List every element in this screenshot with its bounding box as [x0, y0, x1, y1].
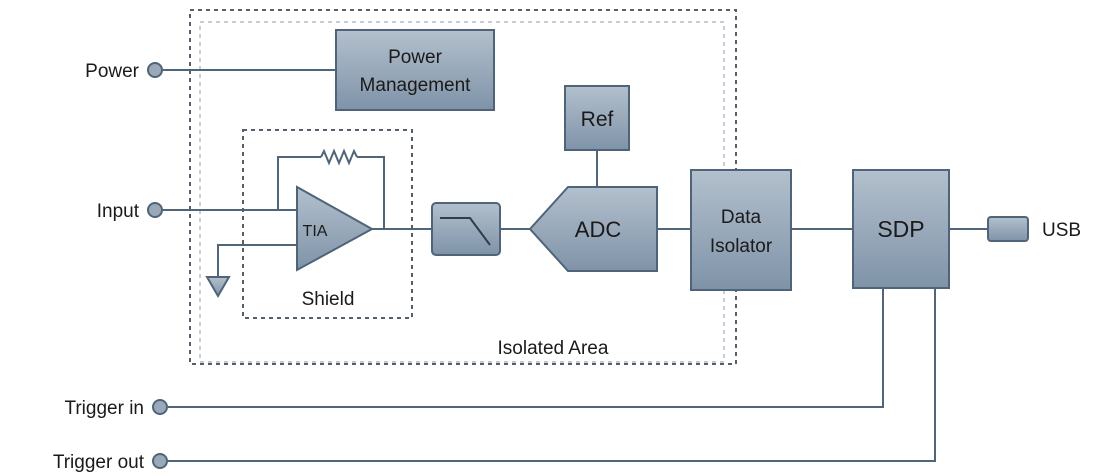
shield-label: Shield: [302, 289, 355, 310]
trigger-in-port-label: Trigger in: [64, 398, 144, 419]
feedback-resistor: [320, 148, 358, 166]
isolated-area-label: Isolated Area: [498, 338, 609, 359]
power-terminal: [147, 62, 163, 78]
trigger-out-wire: [168, 288, 936, 462]
power-management-label-line2: Management: [360, 75, 472, 96]
ref-label: Ref: [581, 108, 614, 131]
ground-icon: [205, 276, 231, 298]
power-management-label-line1: Power: [388, 47, 443, 68]
power-management-block: Power Management: [335, 29, 495, 111]
sdp-label: SDP: [877, 216, 924, 242]
input-port-label: Input: [97, 201, 140, 222]
usb-connector: [987, 216, 1029, 242]
ref-block: Ref: [564, 85, 630, 151]
ground-wire: [217, 244, 297, 277]
data-isolator-label-line1: Data: [721, 207, 762, 228]
tia-amplifier: TIA: [296, 185, 375, 272]
trigger-out-port-label: Trigger out: [53, 452, 145, 473]
usb-port-label: USB: [1042, 220, 1081, 241]
trigger-in-terminal: [152, 399, 168, 415]
feedback-wire-left: [277, 156, 321, 210]
trigger-out-terminal: [152, 453, 168, 469]
shield-border: [242, 129, 413, 319]
data-isolator-label-line2: Isolator: [710, 236, 773, 257]
wires: [163, 69, 988, 462]
tia-label: TIA: [303, 223, 328, 240]
low-pass-filter: [431, 202, 501, 256]
input-terminal: [147, 202, 163, 218]
adc-label: ADC: [575, 217, 622, 242]
sdp-block: SDP: [852, 169, 950, 289]
adc-block: ADC: [528, 186, 658, 272]
low-pass-filter-icon: [440, 217, 491, 246]
data-isolator-block: Data Isolator: [690, 169, 792, 291]
power-port-label: Power: [85, 61, 140, 82]
feedback-wire-right: [357, 156, 385, 229]
trigger-in-wire: [168, 288, 884, 408]
